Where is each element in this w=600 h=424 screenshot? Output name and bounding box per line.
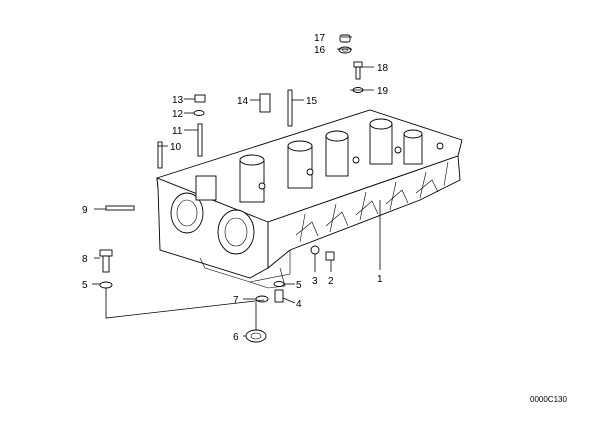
callout-13: 13 — [172, 95, 184, 106]
part-15-stud — [287, 89, 293, 127]
callout-10: 10 — [170, 142, 182, 153]
callout-5-left: 5 — [82, 280, 88, 291]
callout-16: 16 — [314, 45, 326, 56]
part-9-stud — [105, 205, 135, 211]
part-10-stud — [157, 141, 163, 169]
part-18-bolt — [353, 61, 363, 80]
callout-5-right: 5 — [296, 280, 302, 291]
callout-7: 7 — [233, 295, 239, 306]
cylinder-head — [156, 109, 463, 289]
callout-2: 2 — [328, 276, 334, 287]
callout-3: 3 — [312, 276, 318, 287]
leader-lines — [92, 36, 381, 337]
callout-15: 15 — [306, 96, 318, 107]
part-16-washer — [338, 46, 352, 54]
part-3-plug — [310, 245, 320, 255]
part-12-washer — [193, 110, 205, 116]
part-6-seal-ring — [245, 329, 267, 343]
callout-12: 12 — [172, 109, 184, 120]
document-number: 0000C130 — [530, 395, 567, 404]
callout-19: 19 — [377, 86, 389, 97]
part-14-sleeve — [259, 93, 271, 113]
callout-17: 17 — [314, 33, 326, 44]
part-8-bolt — [99, 249, 113, 273]
part-11-stud — [197, 123, 203, 157]
callout-9: 9 — [82, 205, 88, 216]
callout-18: 18 — [377, 63, 389, 74]
callout-8: 8 — [82, 254, 88, 265]
part-13-nut — [194, 94, 206, 103]
part-17-cap — [339, 34, 351, 43]
callout-4: 4 — [296, 299, 302, 310]
part-4-plug — [274, 289, 284, 303]
part-5-washer-left — [99, 281, 113, 289]
callout-11: 11 — [172, 126, 183, 137]
callout-1: 1 — [377, 274, 383, 285]
part-2-plug — [325, 251, 335, 261]
part-5-washer-right — [273, 281, 285, 287]
callouts: 1 2 3 4 5 5 6 7 8 9 10 11 12 13 14 15 16… — [82, 33, 389, 343]
callout-6: 6 — [233, 332, 239, 343]
callout-14: 14 — [237, 96, 249, 107]
